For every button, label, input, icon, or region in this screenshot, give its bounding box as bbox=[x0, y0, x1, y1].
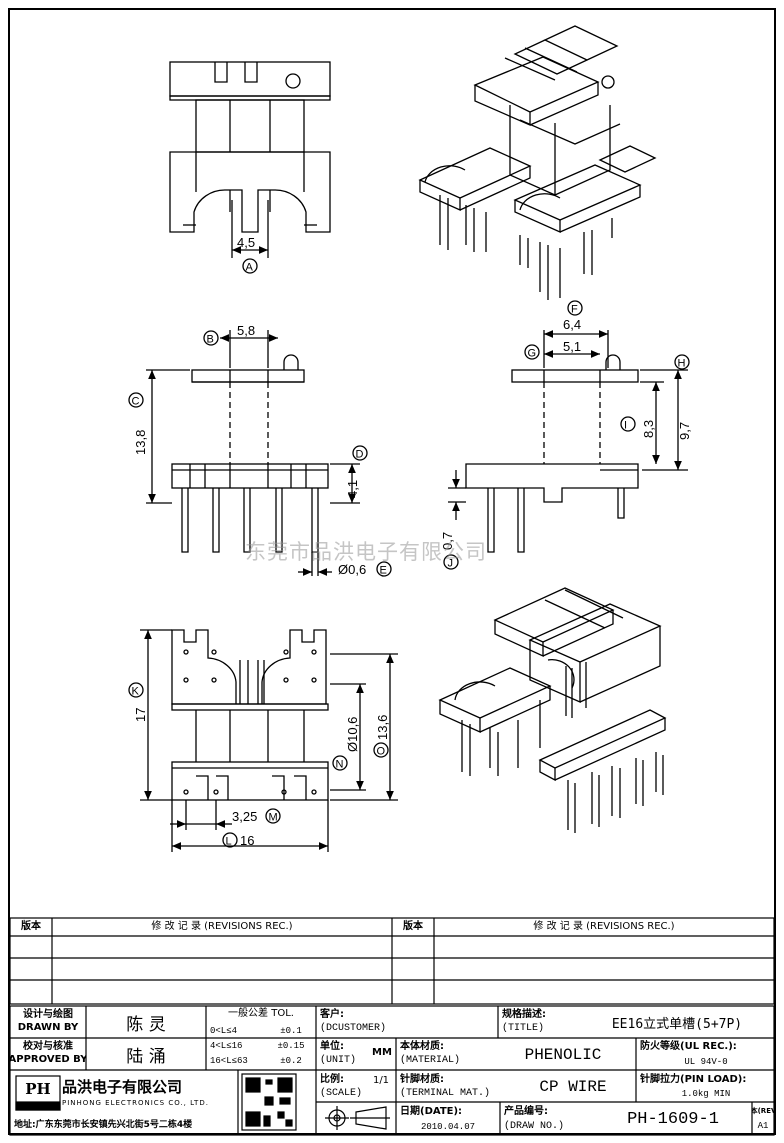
draw-no-cn: 产品编号: bbox=[504, 1106, 548, 1117]
tol-value-1: ±0.1 bbox=[280, 1026, 302, 1036]
rev-value: A1 bbox=[757, 1121, 769, 1131]
sheet-border bbox=[8, 8, 776, 1135]
scale-value: 1/1 bbox=[372, 1075, 390, 1086]
rev-cn: 版本(REV): bbox=[752, 1107, 774, 1115]
dim-N-letter: N bbox=[336, 759, 344, 771]
dim-F-value: 6,4 bbox=[563, 317, 581, 332]
watermark: 东莞市品洪电子有限公司 bbox=[245, 540, 487, 564]
iso-view-bottom bbox=[438, 587, 667, 833]
title-cn: 规格描述: bbox=[502, 1009, 546, 1020]
company-address: 地址:广东东莞市长安镇先兴北街5号二栋4楼 bbox=[14, 1119, 193, 1130]
tol-value-3: ±0.2 bbox=[280, 1056, 302, 1066]
dim-C-value: 13,8 bbox=[133, 430, 148, 455]
dim-J-value: 0,7 bbox=[440, 532, 455, 550]
dim-H-value: 9,7 bbox=[677, 422, 692, 440]
dim-C-letter: C bbox=[132, 396, 140, 408]
tol-range-3: 16<L≤63 bbox=[210, 1056, 248, 1066]
top-view bbox=[169, 61, 331, 274]
scale-cn: 比例: bbox=[320, 1074, 344, 1085]
title-block-grid bbox=[9, 1005, 775, 1136]
company-logo: PH bbox=[25, 1080, 51, 1098]
dim-M-letter: M bbox=[269, 812, 278, 824]
approved-by-name: 陆 涌 bbox=[126, 1046, 166, 1067]
ul-rec-cn: 防火等级(UL REC.): bbox=[640, 1041, 737, 1052]
drawn-by-name: 陈 灵 bbox=[126, 1014, 166, 1035]
iso-view-top bbox=[418, 25, 657, 300]
draw-no-en: (DRAW NO.) bbox=[504, 1121, 565, 1132]
dim-O-letter: O bbox=[377, 746, 386, 758]
dim-G-value: 5,1 bbox=[563, 339, 581, 354]
company-name-en: PINHONG ELECTRONICS CO., LTD. bbox=[62, 1099, 209, 1107]
dim-F-letter: F bbox=[571, 304, 578, 316]
dim-I-value: 8,3 bbox=[641, 420, 656, 438]
dim-N-value: Ø10,6 bbox=[345, 717, 360, 752]
material-value: PHENOLIC bbox=[524, 1046, 602, 1064]
rev-record-header-left: 修 改 记 录 (REVISIONS REC.) bbox=[151, 921, 293, 932]
scale-en: (SCALE) bbox=[320, 1088, 363, 1099]
tol-range-2: 4<L≤16 bbox=[210, 1041, 243, 1051]
unit-value: MM bbox=[372, 1047, 392, 1058]
dim-H-letter: H bbox=[678, 358, 686, 370]
approved-by-cn: 校对与核准 bbox=[23, 1041, 73, 1052]
dim-L-letter: L bbox=[226, 836, 232, 848]
pin-load-value: 1.0kg MIN bbox=[681, 1089, 731, 1099]
rev-version-header-right: 版本 bbox=[403, 921, 423, 932]
company-name-cn: 品洪电子有限公司 bbox=[62, 1077, 183, 1096]
approved-by-en: APPROVED BY bbox=[10, 1054, 86, 1065]
tol-value-2: ±0.15 bbox=[277, 1041, 305, 1051]
material-cn: 本体材质: bbox=[400, 1041, 444, 1052]
drawn-by-en: DRAWN BY bbox=[17, 1022, 79, 1033]
dim-J-letter: J bbox=[448, 558, 454, 570]
material-en: (MATERIAL) bbox=[400, 1055, 461, 1066]
terminal-cn: 针脚材质: bbox=[400, 1074, 444, 1085]
ul-rec-value: UL 94V-0 bbox=[684, 1057, 728, 1067]
tol-range-1: 0<L≤4 bbox=[210, 1026, 238, 1036]
rev-record-header-right: 修 改 记 录 (REVISIONS REC.) bbox=[533, 921, 675, 932]
customer-cn: 客户: bbox=[320, 1009, 344, 1020]
front-view bbox=[128, 330, 392, 577]
tolerance-title: 一般公差 TOL. bbox=[228, 1008, 294, 1019]
dim-M-value: 3,25 bbox=[232, 809, 257, 824]
bottom-view bbox=[128, 629, 398, 852]
title-value: EE16立式单槽(5+7P) bbox=[611, 1016, 743, 1032]
dim-K-value: 17 bbox=[133, 708, 148, 722]
unit-cn: 单位: bbox=[320, 1041, 344, 1052]
revision-table bbox=[9, 917, 775, 1005]
dim-K-letter: K bbox=[132, 686, 140, 698]
rev-version-header-left: 版本 bbox=[21, 921, 41, 932]
terminal-en: (TERMINAL MAT.) bbox=[400, 1088, 491, 1099]
unit-en: (UNIT) bbox=[320, 1055, 357, 1066]
date-cn: 日期(DATE): bbox=[400, 1106, 463, 1117]
draw-no-value: PH-1609-1 bbox=[627, 1109, 719, 1129]
dim-B-letter: B bbox=[207, 334, 214, 346]
dim-A-letter: A bbox=[246, 262, 254, 274]
dim-E-value: Ø0,6 bbox=[338, 562, 366, 577]
dim-G-letter: G bbox=[528, 348, 537, 360]
dim-B-value: 5,8 bbox=[237, 323, 255, 338]
dim-E-letter: E bbox=[380, 565, 387, 577]
pin-load-cn: 针脚拉力(PIN LOAD): bbox=[640, 1074, 747, 1085]
dim-A-value: 4,5 bbox=[237, 235, 255, 250]
date-value: 2010.04.07 bbox=[420, 1122, 475, 1132]
terminal-value: CP WIRE bbox=[539, 1078, 607, 1096]
dim-D-letter: D bbox=[356, 449, 364, 461]
side-view bbox=[443, 300, 690, 570]
customer-en: (DCUSTOMER) bbox=[320, 1023, 387, 1034]
dim-D-value: 4,1 bbox=[345, 480, 360, 498]
dim-I-letter: I bbox=[624, 420, 627, 432]
title-en: (TITLE) bbox=[502, 1023, 545, 1034]
dim-L-value: 16 bbox=[240, 833, 254, 848]
drawn-by-cn: 设计与绘图 bbox=[23, 1009, 73, 1020]
dim-O-value: 13,6 bbox=[375, 715, 390, 740]
